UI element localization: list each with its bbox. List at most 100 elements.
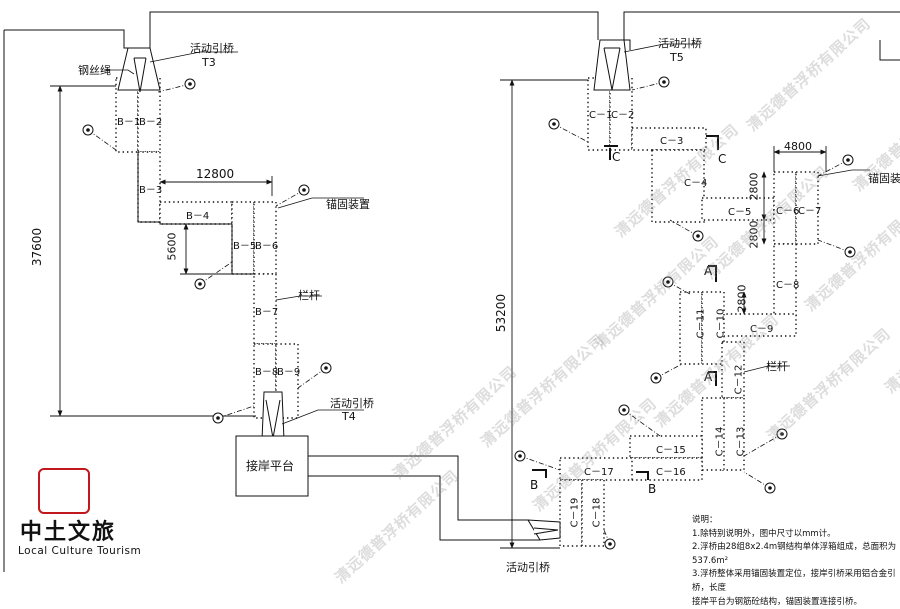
shore-platform <box>235 435 309 497</box>
anchor-cable <box>817 159 849 177</box>
dimension-12800: 12800 <box>196 167 235 181</box>
dimension-53200: 53200 <box>494 293 509 333</box>
pontoon-label-c3: C－3 <box>660 136 684 147</box>
label-railing-right: 栏杆 <box>766 360 788 373</box>
anchor-icon-dot <box>608 542 612 546</box>
anchor-icon-dot <box>198 282 202 286</box>
pontoon-c7 <box>795 171 819 245</box>
pontoon-label-b6: B－6 <box>255 241 279 252</box>
anchor-cable <box>519 455 561 471</box>
anchor-icon-dot <box>552 122 556 126</box>
left-dimensions <box>50 85 273 417</box>
floating-bridge-plan <box>3 11 900 572</box>
right-pontoon-chain <box>559 77 819 547</box>
design-notes: 说明： 1.除特别说明外，图中尺寸以mm计。 2.浮桥由28组8x2.4m钢结构… <box>692 514 900 609</box>
anchor-points <box>82 76 856 550</box>
label-bridge-left-bottom: 活动引桥 <box>330 397 374 410</box>
dimension-5600: 5600 <box>165 232 179 261</box>
notes-line: 3.浮桥整体采用锚固装置定位，接岸引桥采用铝合金引桥，长度 <box>692 569 896 593</box>
section-mark-c-left: C <box>612 150 621 164</box>
section-markers <box>532 135 719 480</box>
pontoon-b7 <box>253 273 277 345</box>
anchor-cable <box>297 367 327 389</box>
label-bridge-right-top: 活动引桥 <box>658 37 702 50</box>
pontoon-c14 <box>701 397 725 471</box>
pontoon-label-c8: C－8 <box>776 280 800 291</box>
right-dimensions <box>500 79 827 549</box>
pontoon-c5 <box>701 197 775 221</box>
pontoon-c2 <box>609 77 633 151</box>
pontoon-label-c5: C－5 <box>728 207 752 218</box>
label-t4: T4 <box>342 410 356 423</box>
pontoon-label-c13: C－13 <box>735 426 747 457</box>
section-mark-a-top: A <box>704 264 713 278</box>
pontoon-b4 <box>159 201 233 225</box>
pontoon-label-c15: C－15 <box>656 445 686 456</box>
pontoon-b6 <box>253 201 277 275</box>
logo-subtitle: Local Culture Tourism <box>18 545 142 557</box>
dimension-37600: 37600 <box>30 227 45 267</box>
notes-line: 接岸平台为钢筋砼结构，锚固装置连接引桥。 <box>692 596 863 607</box>
logo-seal <box>38 468 90 514</box>
label-anchor-left: 锚固装置 <box>326 198 370 211</box>
anchor-cable <box>87 129 117 151</box>
pontoon-label-c6: C－6 <box>776 206 800 217</box>
anchor-icon-dot <box>780 432 784 436</box>
pontoon-label-b3: B－3 <box>139 185 163 196</box>
left-top-bridge <box>117 47 161 93</box>
pontoon-label-c9: C－9 <box>750 324 774 335</box>
pontoon-label-c17: C－17 <box>584 467 614 478</box>
pontoon-c13 <box>721 397 745 471</box>
anchor-icon-dot <box>324 366 328 370</box>
pontoon-label-b7: B－7 <box>255 307 279 318</box>
right-top-bridge <box>593 39 631 91</box>
pontoon-b1 <box>115 77 139 153</box>
leader-lines <box>106 43 870 425</box>
label-t3: T3 <box>202 56 216 69</box>
pontoon-label-c10: C－10 <box>715 308 727 339</box>
pontoon-c19 <box>559 479 583 547</box>
anchor-icon-dot <box>654 376 658 380</box>
anchor-icon-dot <box>846 158 850 162</box>
pontoon-c4 <box>651 149 705 223</box>
section-mark-c-right: C <box>718 152 727 166</box>
pontoon-label-c16: C－16 <box>656 467 686 478</box>
label-bridge-left-top: 活动引桥 <box>190 42 234 55</box>
label-steel-rope: 钢丝绳 <box>78 64 111 77</box>
pontoon-c10 <box>701 291 725 365</box>
pontoon-label-c11: C－11 <box>695 308 707 339</box>
pontoon-label-c14: C－14 <box>714 426 726 457</box>
pontoon-label-b4: B－4 <box>186 211 210 222</box>
anchor-icon-dot <box>518 454 522 458</box>
anchor-icon-dot <box>848 250 852 254</box>
anchor-cable <box>199 261 233 285</box>
section-mark-b-right: B <box>648 482 657 496</box>
anchor-cable <box>743 433 783 457</box>
pontoon-label-b1: B－1 <box>117 117 141 128</box>
pontoon-label-c2: C－2 <box>611 110 635 121</box>
anchor-icon-dot <box>622 408 626 412</box>
left-bottom-bridge <box>261 391 285 441</box>
pontoon-c8 <box>773 243 797 317</box>
pontoon-label-b2: B－2 <box>139 117 163 128</box>
anchor-cable <box>817 239 851 253</box>
pontoon-b3-lower <box>137 151 161 223</box>
notes-title: 说明： <box>692 515 718 525</box>
pontoon-label-c1: C－1 <box>589 110 613 121</box>
section-mark-a-bottom: A <box>704 370 713 384</box>
right-bottom-bridge <box>527 519 561 541</box>
anchor-icon-dot <box>188 82 192 86</box>
label-t5: T5 <box>670 51 684 64</box>
logo-title: 中土文旅 <box>20 520 117 545</box>
pontoon-label-c19: C－19 <box>569 497 581 528</box>
pontoon-c17 <box>559 457 633 481</box>
anchor-icon-dot <box>662 80 666 84</box>
anchor-icon-dot <box>302 188 306 192</box>
label-anchor-right: 锚固装 <box>868 172 900 185</box>
anchor-cable <box>631 81 665 91</box>
pontoon-label-c18: C－18 <box>591 497 603 528</box>
shore-connection <box>308 455 540 541</box>
anchor-icon-dot <box>696 234 700 238</box>
label-bridge-right-bottom: 活动引桥 <box>506 561 550 574</box>
anchor-cable <box>623 409 661 437</box>
